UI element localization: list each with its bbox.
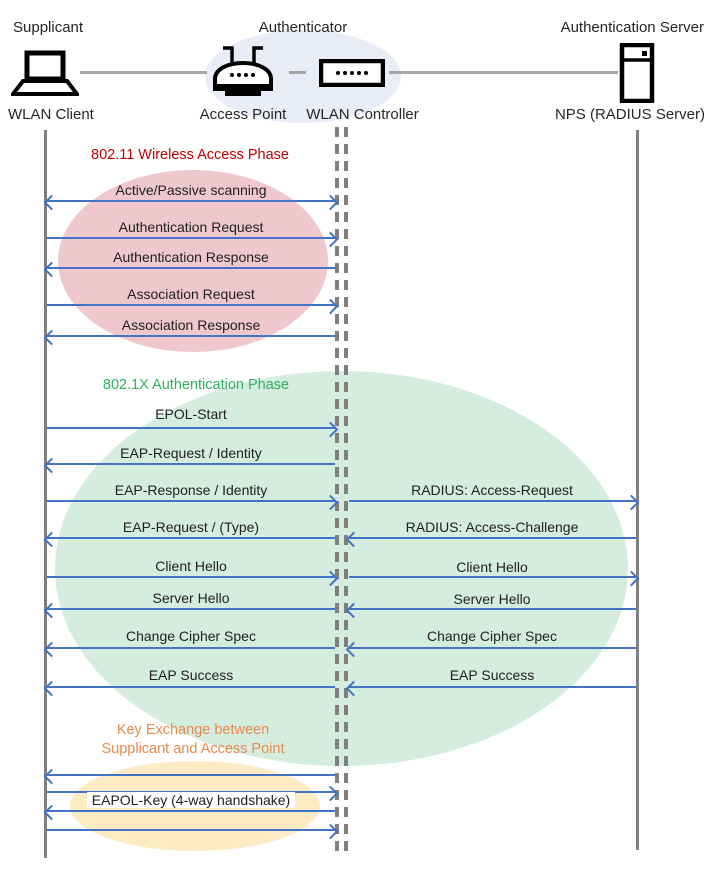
message-label: RADIUS: Access-Request [411,482,573,498]
message-arrow-left [47,686,335,689]
laptop-icon [8,50,82,105]
message-label: Client Hello [155,558,227,574]
phase-title-key-line1: Key Exchange between [116,722,270,738]
connector-line [389,71,618,74]
message-arrow-right [47,500,335,503]
server-icon [619,42,655,108]
lifeline-wlan-controller-dashed [335,127,339,854]
role-label-authenticator: Authenticator [258,19,348,36]
message-arrow-left [47,810,335,813]
phase-title-80211: 802.11 Wireless Access Phase [91,147,289,163]
lifeline-wlan-controller-dashed [344,127,348,854]
message-arrow-left [47,774,335,777]
message-label: RADIUS: Access-Challenge [405,519,579,535]
message-label: Server Hello [152,590,230,606]
message-arrow-left [349,686,636,689]
message-label: Change Cipher Spec [427,628,557,644]
node-label-wlan-client: WLAN Client [8,106,94,123]
phase-title-8021x: 802.1X Authentication Phase [102,377,290,393]
phase-title-key-line2: Supplicant and Access Point [101,741,285,757]
message-label: EAP-Request / Identity [120,445,262,461]
message-label: EAP Success [449,667,535,683]
message-label: Change Cipher Spec [126,628,256,644]
message-arrow-left [47,463,335,466]
message-arrow-left [349,608,636,611]
message-label: Association Request [127,286,255,302]
role-label-authentication-server: Authentication Server [560,19,704,36]
message-arrow-left [349,537,636,540]
message-arrow-both [47,200,335,203]
message-label: EAP Success [148,667,234,683]
message-arrow-right [47,237,335,240]
eapol-key-label: EAPOL-Key (4-way handshake) [86,792,296,808]
phase-ellipse-8021x [55,371,628,766]
lifeline-wlan-client [44,130,47,858]
message-label: Server Hello [453,591,531,607]
message-arrow-left [47,267,335,270]
message-arrow-left [47,335,335,338]
message-label: Association Response [121,317,261,333]
message-label: Authentication Response [113,249,269,265]
message-label: Client Hello [456,559,528,575]
message-arrow-right [47,576,335,579]
message-label: EPOL-Start [155,406,227,422]
message-arrow-right [47,829,335,832]
node-label-nps-radius-server: NPS (RADIUS Server) [554,106,705,123]
message-label: EAP-Request / (Type) [122,519,260,535]
message-arrow-right [47,304,335,307]
connector-line [289,71,306,74]
connector-line [80,71,207,74]
access-point-icon [209,42,277,109]
message-arrow-left [47,608,335,611]
message-label: Authentication Request [118,219,264,235]
message-arrow-right [349,576,636,579]
message-arrow-right [349,500,636,503]
role-label-supplicant: Supplicant [13,19,84,36]
message-arrow-left [349,647,636,650]
message-arrow-left [47,647,335,650]
node-label-wlan-controller: WLAN Controller [306,106,419,123]
message-arrow-left [47,537,335,540]
lifeline-nps-server [636,130,639,850]
message-label: EAPOL-Key (4-way handshake) [47,792,335,808]
message-label: EAP-Response / Identity [114,482,268,498]
message-label: Active/Passive scanning [115,182,267,198]
phase-title-key-exchange: Key Exchange between Supplicant and Acce… [63,721,323,759]
node-label-access-point: Access Point [199,106,287,123]
wlan-controller-icon [318,58,386,92]
message-arrow-right [47,427,335,430]
